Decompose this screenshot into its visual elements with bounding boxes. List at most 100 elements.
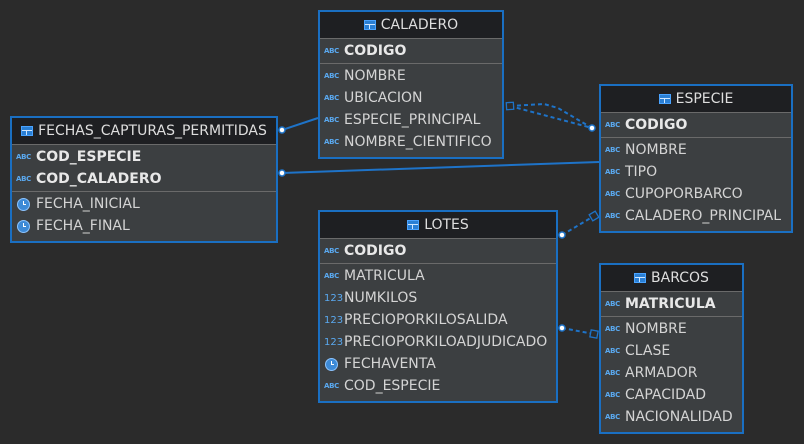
string-type-icon: ABC [605, 190, 620, 198]
link-caladero-especie-line-alt [509, 105, 593, 129]
column-name: NOMBRE [625, 142, 687, 158]
string-type-icon: ABC [605, 300, 620, 308]
column-name: NOMBRE [625, 321, 687, 337]
clock-icon [17, 197, 30, 211]
string-type-icon: ABC [324, 138, 339, 146]
link-lotes-barcos-line [561, 327, 595, 335]
column-name: MATRICULA [625, 296, 716, 312]
link-caladero-especie-start-diamond [505, 101, 515, 111]
string-type-icon: ABC [605, 146, 620, 154]
link-fechas-caladero-line [281, 117, 319, 131]
clock-icon [17, 219, 30, 233]
column-row[interactable]: ABC MATRICULA [601, 293, 742, 315]
column-name: COD_ESPECIE [36, 149, 142, 165]
string-type-icon: ABC [324, 94, 339, 102]
string-type-icon: ABC [324, 116, 339, 124]
link-caladero-especie-end-endpoint [588, 124, 596, 132]
clock-icon [325, 357, 338, 371]
numeric-type-icon: 123 [324, 292, 344, 304]
link-fechas-especie-line [281, 161, 600, 174]
column-row[interactable]: ABC CUPOPORBARCO [601, 183, 791, 205]
column-name: NACIONALIDAD [625, 409, 733, 425]
column-name: CODIGO [344, 43, 407, 59]
column-row[interactable]: ABC NOMBRE [601, 139, 791, 161]
column-row[interactable]: ABC ARMADOR [601, 362, 742, 384]
column-name: ESPECIE_PRINCIPAL [344, 112, 481, 128]
column-name: ARMADOR [625, 365, 698, 381]
column-row[interactable]: ABC COD_ESPECIE [12, 146, 276, 168]
column-row[interactable]: ABC CODIGO [320, 40, 502, 62]
column-row[interactable]: ABC CALADERO_PRINCIPAL [601, 205, 791, 227]
column-name: CALADERO_PRINCIPAL [625, 208, 782, 224]
numeric-type-icon: 123 [324, 336, 344, 348]
string-type-icon: ABC [605, 212, 620, 220]
column-name: PRECIOPORKILOSALIDA [344, 312, 508, 328]
column-name: CUPOPORBARCO [625, 186, 743, 202]
entity-title: LOTES [424, 217, 469, 233]
numeric-type-icon: 123 [324, 314, 344, 326]
string-type-icon: ABC [605, 369, 620, 377]
link-lotes-barcos-end-diamond [589, 329, 599, 339]
string-type-icon: ABC [324, 272, 339, 280]
link-caladero-especie-line [509, 102, 593, 129]
column-row[interactable]: FECHA_INICIAL [12, 193, 276, 215]
column-row[interactable]: ABC CLASE [601, 340, 742, 362]
table-icon [634, 273, 647, 283]
column-name: NOMBRE [344, 68, 406, 84]
table-icon [407, 220, 420, 230]
entity-title: CALADERO [380, 17, 459, 33]
entity-title: FECHAS_CAPTURAS_PERMITIDAS [38, 123, 267, 139]
table-icon [21, 126, 34, 136]
primary-key-section: ABC MATRICULA [601, 292, 742, 317]
string-type-icon: ABC [605, 347, 620, 355]
column-name: CODIGO [625, 117, 688, 133]
entity-title: ESPECIE [675, 91, 734, 107]
column-name: FECHAVENTA [344, 356, 436, 372]
string-type-icon: ABC [16, 153, 31, 161]
entity-fechas[interactable]: FECHAS_CAPTURAS_PERMITIDAS ABC COD_ESPECIE… [10, 116, 278, 243]
entity-header[interactable]: FECHAS_CAPTURAS_PERMITIDAS [12, 118, 276, 145]
entity-header[interactable]: CALADERO [320, 12, 502, 39]
column-name: CLASE [625, 343, 671, 359]
column-name: CAPACIDAD [625, 387, 707, 403]
entity-header[interactable]: ESPECIE [601, 86, 791, 113]
link-lotes-especie-line [561, 215, 595, 236]
string-type-icon: ABC [324, 47, 339, 55]
column-row[interactable]: FECHA_FINAL [12, 215, 276, 237]
column-name: TIPO [625, 164, 658, 180]
entity-header[interactable]: LOTES [320, 212, 556, 239]
link-lotes-especie-end-diamond [588, 210, 600, 222]
column-row[interactable]: FECHAVENTA [320, 353, 556, 375]
column-row[interactable]: ABC ESPECIE_PRINCIPAL [320, 109, 502, 131]
link-lotes-barcos-start-endpoint [558, 324, 566, 332]
link-fechas-caladero-start-endpoint [278, 126, 286, 134]
entity-header[interactable]: BARCOS [601, 265, 742, 292]
